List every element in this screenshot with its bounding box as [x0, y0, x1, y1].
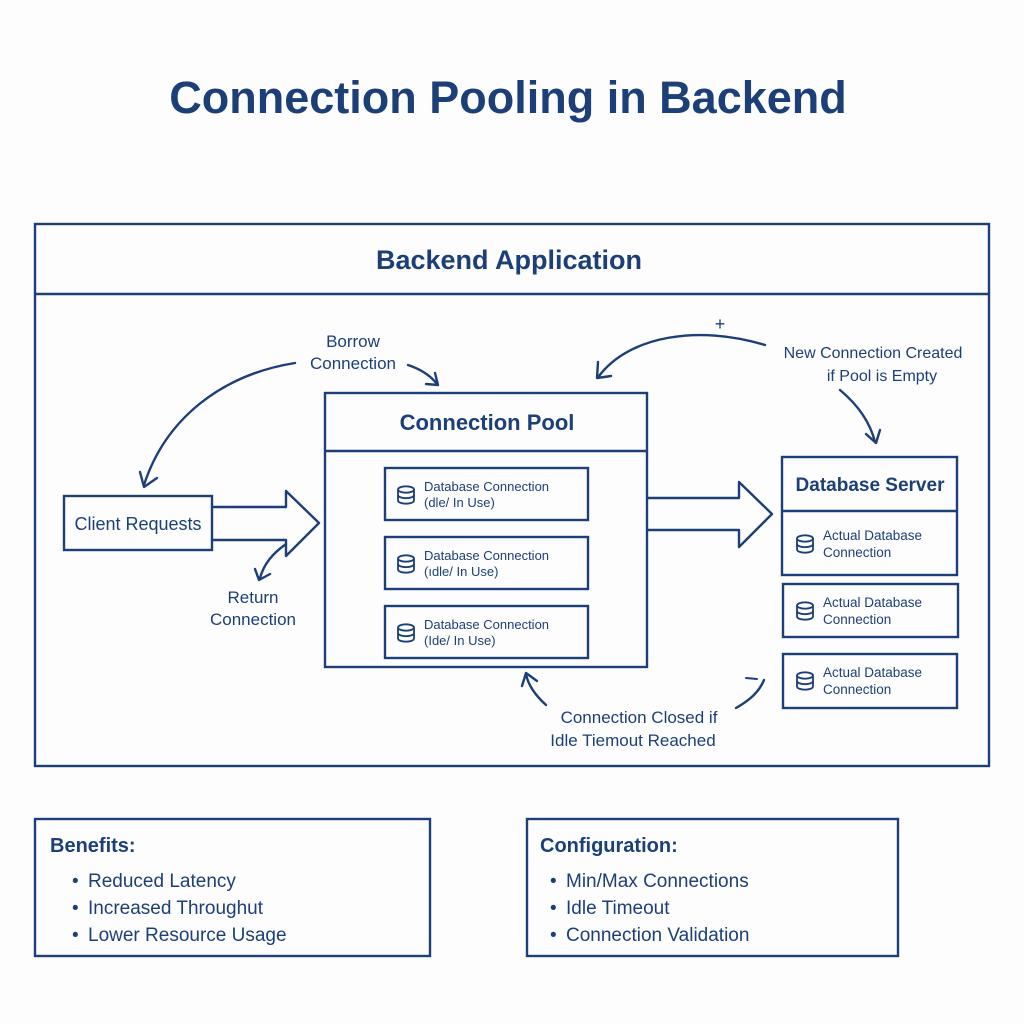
configuration-item: Idle Timeout	[566, 898, 670, 919]
pool-connection-item: Database Connection (ıdle/ In Use)	[383, 535, 590, 591]
arrowhead-icon	[864, 428, 882, 445]
borrow-connection-annotation: Borrow Connection	[138, 332, 440, 489]
minus-icon	[745, 677, 758, 680]
actual-connection-box	[781, 652, 959, 710]
arrowhead-icon	[424, 371, 440, 387]
benefits-bullet: •	[72, 871, 79, 892]
actual-connection-title: Actual Database	[823, 528, 922, 543]
actual-connection-subtitle: Connection	[823, 682, 891, 697]
new-connection-curve-arrow	[597, 333, 767, 378]
borrow-label-line2: Connection	[310, 354, 396, 373]
database-icon	[796, 601, 814, 621]
benefits-item: Lower Resource Usage	[88, 925, 287, 946]
benefits-panel: Benefits: • Reduced Latency • Increased …	[33, 817, 432, 958]
actual-connection-item: Actual Database Connection	[781, 652, 959, 710]
page-title: Connection Pooling in Backend	[169, 72, 847, 123]
database-server-box	[780, 455, 959, 577]
client-requests-box	[62, 494, 214, 552]
borrow-to-pool-arrow	[406, 363, 439, 386]
arrowhead-icon	[253, 567, 272, 582]
configuration-bullet: •	[550, 898, 557, 919]
pool-connection-box	[383, 466, 590, 522]
backend-application-label: Backend Application	[376, 245, 642, 275]
configuration-heading: Configuration:	[540, 835, 678, 857]
benefits-heading: Benefits:	[50, 835, 136, 857]
configuration-item: Connection Validation	[566, 925, 749, 946]
client-to-pool-arrow	[210, 489, 321, 558]
pool-connection-box	[383, 535, 590, 591]
benefits-item: Increased Throughut	[88, 898, 264, 919]
return-label-line2: Connection	[210, 610, 296, 629]
configuration-panel: Configuration: • Min/Max Connections • I…	[525, 817, 900, 958]
database-icon	[796, 671, 814, 691]
return-curve-arrow	[258, 542, 288, 580]
database-icon	[397, 623, 415, 643]
actual-connection-title: Actual Database	[823, 665, 922, 680]
closed-curve	[734, 678, 766, 710]
actual-connection-title: Actual Database	[823, 595, 922, 610]
closed-label-line2: Idle Tiemout Reached	[550, 731, 715, 750]
pool-connection-title: Database Connection	[424, 617, 549, 632]
benefits-item: Reduced Latency	[88, 871, 236, 892]
new-connection-annotation: + New Connection Created if Pool is Empt…	[595, 314, 963, 445]
arrowhead-icon	[520, 671, 539, 688]
connection-closed-annotation: Connection Closed if Idle Tiemout Reache…	[520, 671, 766, 750]
database-server-label: Database Server	[796, 475, 946, 496]
closed-to-pool-arrow	[524, 672, 548, 707]
arrowhead-icon	[138, 470, 159, 489]
configuration-box	[525, 817, 900, 958]
actual-connection-item: Actual Database Connection	[781, 582, 960, 639]
configuration-item: Min/Max Connections	[566, 871, 749, 892]
return-label-line1: Return	[227, 588, 278, 607]
new-connection-label-line1: New Connection Created	[784, 345, 963, 362]
pool-connection-box	[383, 604, 590, 660]
actual-connection-item: Actual Database Connection	[796, 528, 922, 560]
actual-connection-subtitle: Connection	[823, 545, 891, 560]
arrowhead-icon	[595, 360, 613, 380]
pool-connection-status: (dle/ In Use)	[424, 495, 495, 510]
database-server-node: Database Server Actual Database Connecti…	[780, 455, 960, 710]
client-requests-node: Client Requests	[62, 494, 214, 552]
configuration-bullet: •	[550, 871, 557, 892]
plus-icon: +	[715, 314, 726, 334]
new-connection-down-arrow	[838, 388, 877, 444]
database-icon	[397, 554, 415, 574]
pool-connection-title: Database Connection	[424, 479, 549, 494]
actual-connection-subtitle: Connection	[823, 612, 891, 627]
benefits-bullet: •	[72, 898, 79, 919]
database-icon	[796, 534, 814, 554]
pool-to-database-arrow	[645, 480, 774, 549]
new-connection-label-line2: if Pool is Empty	[827, 368, 937, 385]
pool-connection-status: (ıdle/ In Use)	[424, 564, 498, 579]
borrow-curve-arrow	[142, 361, 297, 487]
backend-application-border	[33, 222, 991, 768]
benefits-bullet: •	[72, 925, 79, 946]
backend-application-container: Backend Application	[33, 222, 991, 768]
return-connection-annotation: Return Connection	[210, 542, 296, 629]
client-requests-label: Client Requests	[74, 514, 201, 534]
pool-connection-status: (Ide/ In Use)	[424, 633, 496, 648]
actual-connection-box	[781, 582, 960, 639]
pool-connection-item: Database Connection (dle/ In Use)	[383, 466, 590, 522]
configuration-bullet: •	[550, 925, 557, 946]
benefits-box	[33, 817, 432, 958]
borrow-label-line1: Borrow	[326, 332, 381, 351]
connection-pool-node: Connection Pool Database Connection (dle…	[323, 391, 649, 669]
database-icon	[397, 485, 415, 505]
pool-connection-item: Database Connection (Ide/ In Use)	[383, 604, 590, 660]
closed-label-line1: Connection Closed if	[561, 708, 718, 727]
connection-pool-label: Connection Pool	[400, 410, 575, 435]
pool-connection-title: Database Connection	[424, 548, 549, 563]
